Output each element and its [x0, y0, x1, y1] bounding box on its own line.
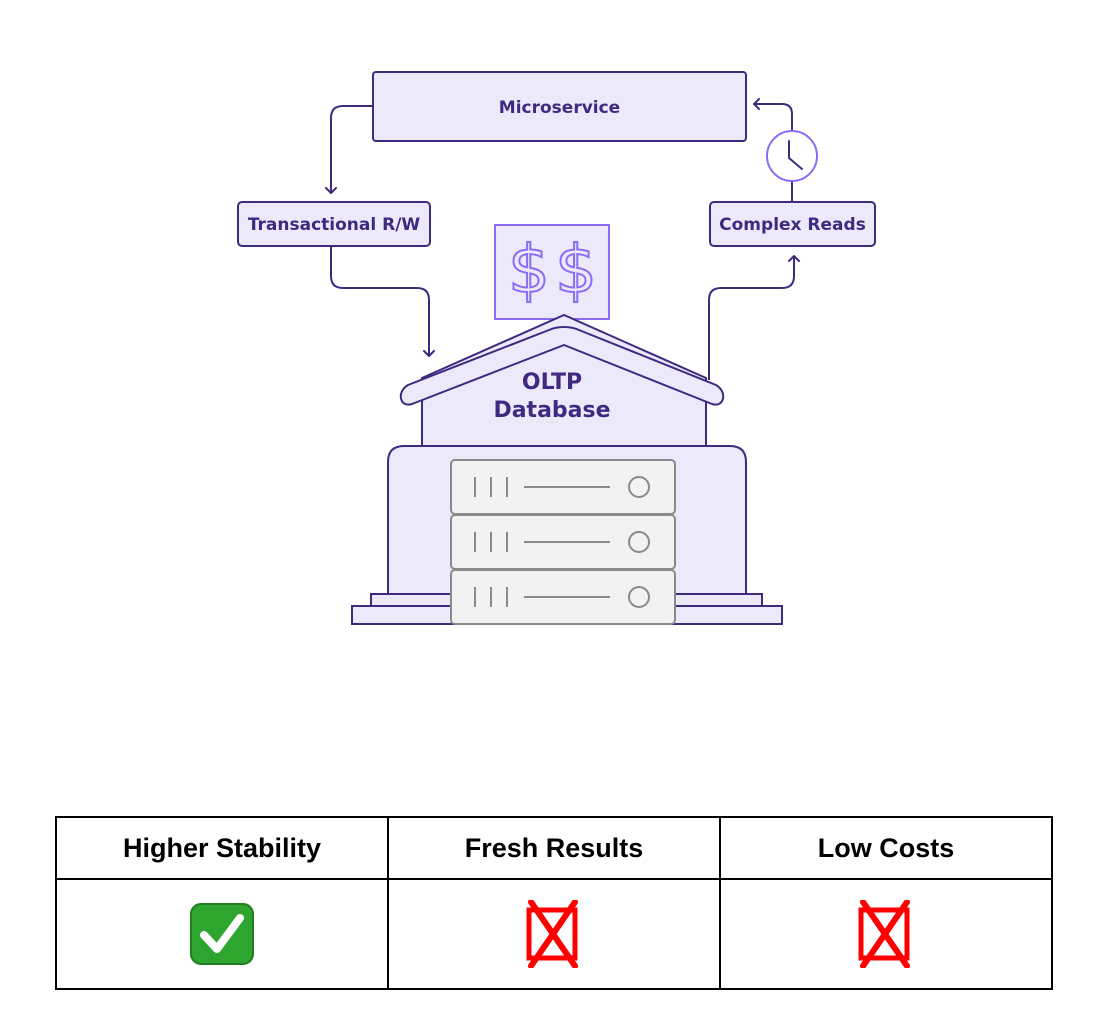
comparison-table: Higher Stability Fresh Results Low Costs: [55, 816, 1053, 990]
server-unit: [450, 514, 676, 570]
database-to-complex-reads-arrow: [708, 255, 800, 380]
header-higher-stability: Higher Stability: [55, 816, 389, 880]
transactional-rw-label: Transactional R/W: [248, 215, 421, 235]
check-mark-icon: [190, 903, 254, 965]
server-unit: [450, 569, 676, 625]
crossed-box-icon: [858, 900, 910, 968]
cell-higher-stability: [55, 878, 389, 990]
microservice-to-transactional-arrow: [325, 105, 373, 194]
svg-text:$: $: [555, 231, 597, 308]
database-label-line1: OLTP: [522, 370, 582, 395]
table-header-row: Higher Stability Fresh Results Low Costs: [55, 816, 1053, 880]
transactional-to-database-arrow: [330, 246, 435, 357]
clock-icon: [766, 130, 818, 182]
transactional-rw-node: Transactional R/W: [237, 201, 431, 247]
server-unit: [450, 459, 676, 515]
database-label-line2: Database: [493, 398, 610, 423]
svg-text:$: $: [508, 231, 550, 308]
cell-fresh-results: [387, 878, 721, 990]
complex-reads-node: Complex Reads: [709, 201, 876, 247]
microservice-label: Microservice: [499, 98, 620, 118]
table-row: [55, 878, 1053, 990]
oltp-architecture-diagram: Microservice Transactional R/W Complex R…: [237, 71, 876, 625]
complex-reads-label: Complex Reads: [719, 215, 866, 235]
cell-low-costs: [719, 878, 1053, 990]
crossed-box-icon: [526, 900, 578, 968]
complex-reads-to-microservice-arrow-top: [753, 98, 793, 130]
header-low-costs: Low Costs: [719, 816, 1053, 880]
server-rack-icon: [450, 459, 676, 625]
microservice-node: Microservice: [372, 71, 747, 142]
dollar-sign-icon: $ $: [494, 224, 610, 320]
header-fresh-results: Fresh Results: [387, 816, 721, 880]
